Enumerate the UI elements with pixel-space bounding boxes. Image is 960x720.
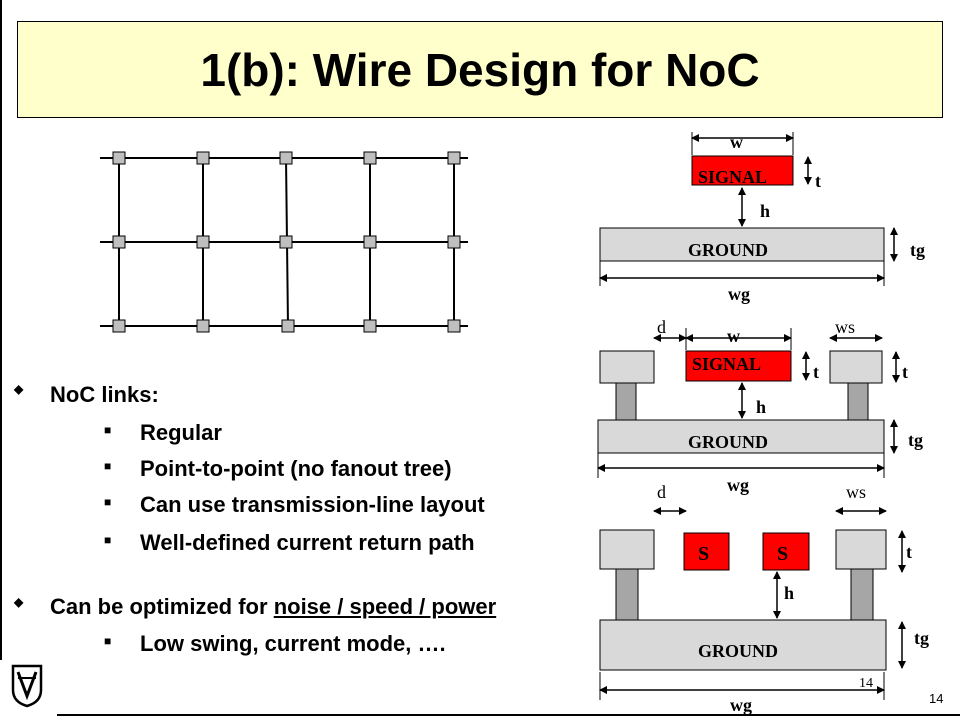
bullet-noc-links: NoC links: bbox=[50, 382, 159, 407]
router-node bbox=[279, 235, 293, 249]
ground-shield-right bbox=[835, 529, 887, 570]
square-bullet-icon: ■ bbox=[104, 634, 112, 648]
microstrip-diagram: w SIGNAL t h GROUND tg wg bbox=[599, 132, 925, 304]
technion-logo-icon bbox=[11, 664, 43, 708]
router-node bbox=[112, 151, 126, 165]
router-node bbox=[281, 319, 295, 333]
router-node bbox=[447, 151, 461, 165]
label-tg: tg bbox=[910, 240, 925, 260]
router-node bbox=[112, 319, 126, 333]
left-border-line bbox=[0, 0, 2, 660]
label-d: d bbox=[657, 317, 666, 337]
diamond-bullet-icon: ◆ bbox=[14, 382, 24, 396]
wire-cross-section-diagrams: w SIGNAL t h GROUND tg wg d ws w SIGNAL … bbox=[597, 132, 929, 715]
ground-shield-left bbox=[599, 350, 655, 384]
ground-shield-left bbox=[599, 529, 655, 570]
square-bullet-icon: ■ bbox=[104, 495, 112, 509]
bullet-optimized-underlined: noise / speed / power bbox=[273, 594, 497, 619]
signal-wire-right bbox=[762, 532, 810, 571]
label-tg: tg bbox=[914, 628, 929, 648]
router-node bbox=[363, 235, 377, 249]
router-node bbox=[196, 235, 210, 249]
label-h: h bbox=[760, 201, 770, 221]
router-node bbox=[363, 151, 377, 165]
ground-plane bbox=[597, 419, 885, 454]
noc-mesh-diagram bbox=[100, 151, 468, 333]
label-t2: t bbox=[902, 362, 908, 382]
label-number: 14 bbox=[859, 676, 873, 691]
ground-plane bbox=[599, 619, 887, 671]
signal-label: SIGNAL bbox=[698, 167, 767, 187]
bullet-transmission-line: Can use transmission-line layout bbox=[140, 492, 485, 517]
signal-wire-left bbox=[683, 532, 730, 571]
signal-label-left: S bbox=[698, 543, 709, 565]
router-node bbox=[447, 235, 461, 249]
label-wg: wg bbox=[728, 284, 750, 304]
bullet-point-to-point: Point-to-point (no fanout tree) bbox=[140, 456, 452, 481]
signal-wire bbox=[685, 350, 792, 382]
square-bullet-icon: ■ bbox=[104, 459, 112, 473]
label-t: t bbox=[813, 362, 819, 382]
label-ws: ws bbox=[846, 482, 866, 502]
square-bullet-icon: ■ bbox=[104, 423, 112, 437]
label-h: h bbox=[784, 583, 794, 603]
ground-post-left bbox=[615, 381, 637, 421]
label-h: h bbox=[756, 397, 766, 417]
bullet-low-swing: Low swing, current mode, …. bbox=[140, 631, 446, 656]
coplanar-diagram: d ws w SIGNAL t t h GROUND tg wg bbox=[597, 317, 923, 495]
signal-label-right: S bbox=[777, 543, 788, 565]
router-node bbox=[112, 235, 126, 249]
ground-label: GROUND bbox=[698, 641, 778, 661]
ground-label: GROUND bbox=[688, 240, 768, 260]
label-wg: wg bbox=[727, 475, 749, 495]
router-node bbox=[279, 151, 293, 165]
label-w: w bbox=[730, 132, 743, 152]
ground-shield-right bbox=[829, 350, 883, 384]
bottom-border-line bbox=[57, 714, 960, 716]
bullet-optimized-prefix: Can be optimized for bbox=[50, 594, 274, 619]
router-node bbox=[196, 319, 210, 333]
signal-label: SIGNAL bbox=[692, 354, 761, 374]
label-w: w bbox=[727, 326, 740, 346]
ground-post-right bbox=[850, 567, 874, 621]
label-tg: tg bbox=[908, 430, 923, 450]
slide-title: 1(b): Wire Design for NoC bbox=[200, 43, 760, 96]
label-d: d bbox=[657, 482, 666, 502]
bullet-optimized: Can be optimized for noise / speed / pow… bbox=[50, 594, 496, 620]
router-node bbox=[447, 319, 461, 333]
router-node bbox=[196, 151, 210, 165]
label-t: t bbox=[906, 542, 912, 562]
router-node bbox=[363, 319, 377, 333]
ground-post-right bbox=[847, 381, 869, 421]
title-box: 1(b): Wire Design for NoC bbox=[17, 21, 943, 118]
ground-label: GROUND bbox=[688, 432, 768, 452]
square-bullet-icon: ■ bbox=[104, 533, 112, 547]
diamond-bullet-icon: ◆ bbox=[14, 595, 24, 609]
bullet-return-path: Well-defined current return path bbox=[140, 530, 475, 555]
label-t: t bbox=[815, 171, 821, 191]
signal-wire bbox=[691, 155, 794, 186]
bullet-regular: Regular bbox=[140, 420, 222, 445]
label-wg: wg bbox=[730, 695, 752, 715]
differential-pair-diagram: d ws S S t h GROUND tg 14 wg bbox=[599, 482, 929, 715]
page-number: 14 bbox=[929, 691, 944, 706]
label-ws: ws bbox=[835, 317, 855, 337]
ground-plane bbox=[599, 227, 885, 262]
ground-post-left bbox=[615, 567, 639, 621]
